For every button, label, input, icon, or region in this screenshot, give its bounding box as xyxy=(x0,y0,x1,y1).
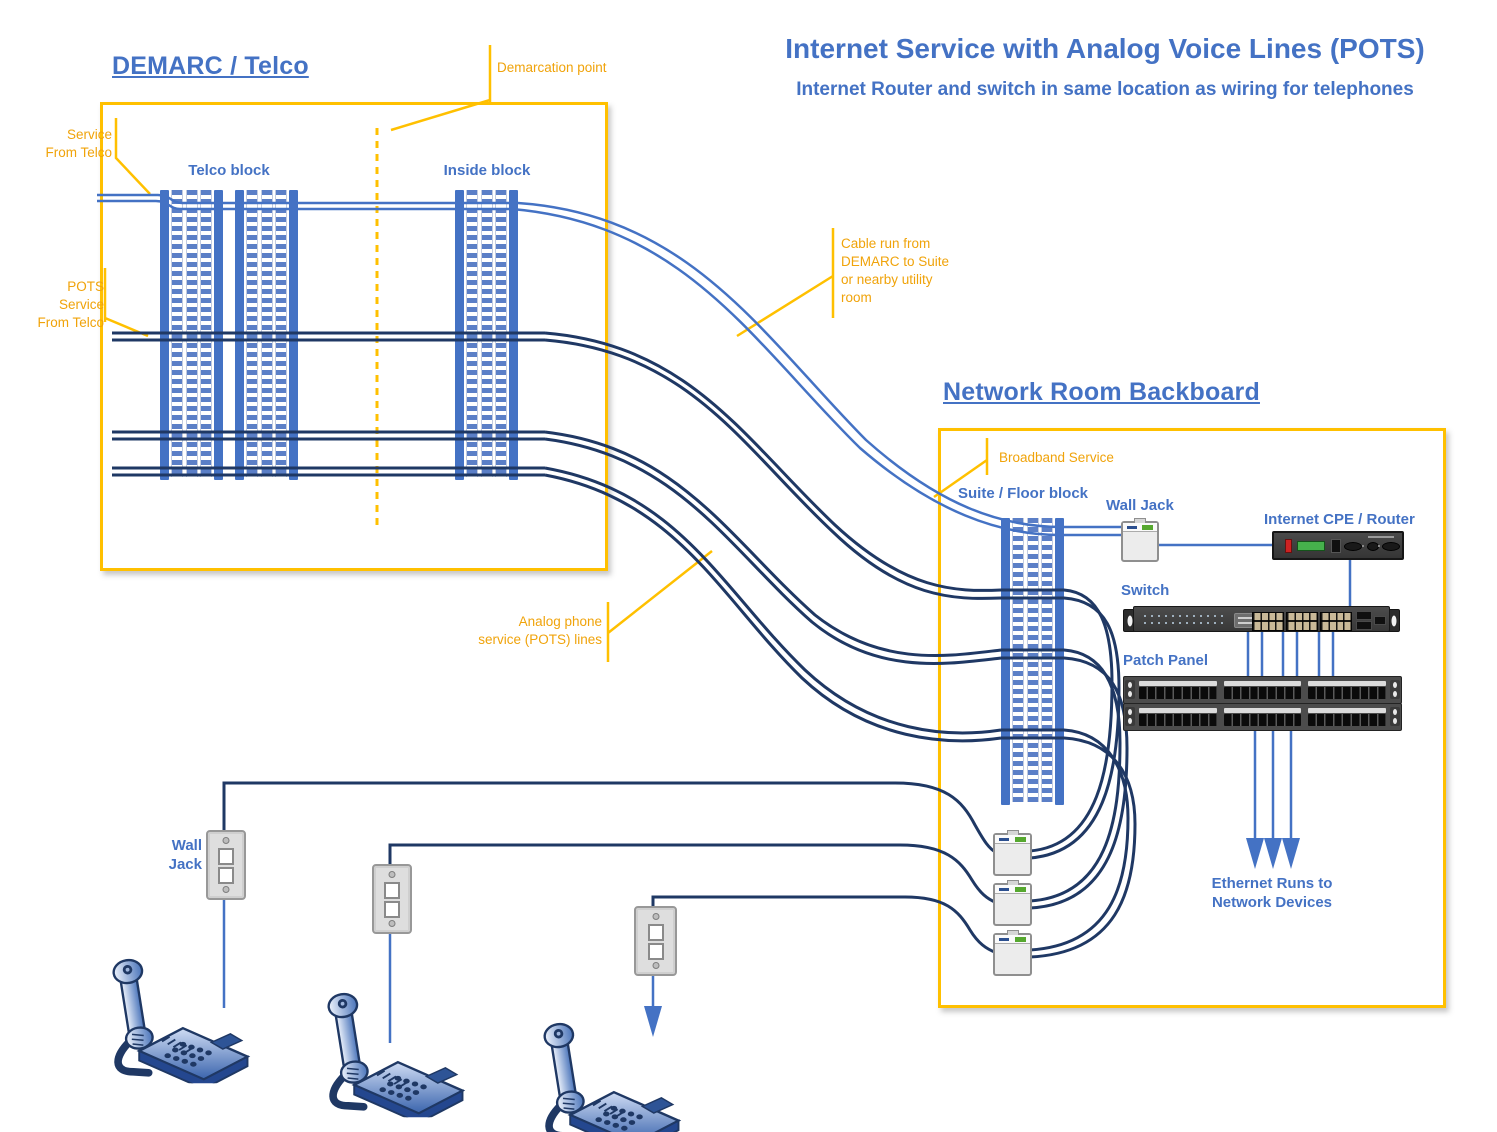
patch-panel-icon-bottom xyxy=(1123,703,1402,731)
pots-run-cable-3b xyxy=(544,473,1002,743)
inside-block-66 xyxy=(455,190,518,480)
patch-panel-icon-top xyxy=(1123,676,1402,704)
surface-jack-icon-3 xyxy=(993,930,1032,976)
pots-run-cable-1a xyxy=(544,331,1002,592)
station-cable-2 xyxy=(388,843,998,905)
pointer-analog-phone xyxy=(606,550,713,662)
suite-wall-jack-label: Wall Jack xyxy=(168,837,202,873)
ethernet-runs-label: Ethernet Runs to Network Devices xyxy=(1211,875,1333,911)
pots-run-cable-2b xyxy=(544,437,1002,665)
router-label: Internet CPE / Router xyxy=(1264,511,1415,528)
analog-phone-label: Analog phone service (POTS) lines xyxy=(478,614,602,648)
cable-run-label: Cable run from DEMARC to Suite or nearby… xyxy=(841,236,950,306)
telco-block-label: Telco block xyxy=(188,162,270,179)
service-from-telco-label: Service From Telco xyxy=(45,127,112,161)
inside-block-label: Inside block xyxy=(443,162,531,179)
suite-floor-block xyxy=(1001,518,1064,805)
switch-label: Switch xyxy=(1121,582,1170,599)
surface-jack-icon-1 xyxy=(993,830,1032,876)
broadband-service-label: Broadband Service xyxy=(999,450,1114,465)
telephone-icon-2 xyxy=(320,972,472,1120)
wall-plate-icon-2 xyxy=(372,864,412,934)
suite-floor-block-label: Suite / Floor block xyxy=(958,485,1089,502)
network-wall-jack-label: Wall Jack xyxy=(1106,497,1174,514)
surface-jack-icon-2 xyxy=(993,880,1032,926)
demarc-heading: DEMARC / Telco xyxy=(112,52,309,80)
network-wall-jack-icon xyxy=(1121,518,1159,562)
station-cable-1 xyxy=(222,781,998,855)
pots-run-cable-1b xyxy=(544,338,1002,600)
wall-plate-icon-3 xyxy=(634,906,677,976)
pots-run-cable-3a xyxy=(544,466,1002,735)
demarcation-point-label: Demarcation point xyxy=(497,60,607,75)
switch-device-icon xyxy=(1123,604,1400,634)
pots-run-cable-2a xyxy=(544,430,1002,658)
diagram-title: Internet Service with Analog Voice Lines… xyxy=(785,33,1425,64)
telephone-icon-1 xyxy=(105,938,257,1086)
telco-block-66-b xyxy=(235,190,298,480)
network-room-heading: Network Room Backboard xyxy=(943,378,1260,406)
patch-panel-label: Patch Panel xyxy=(1123,652,1209,669)
telephone-icon-3 xyxy=(536,1002,688,1132)
telco-block-66-a xyxy=(160,190,223,480)
router-device-icon xyxy=(1272,531,1404,560)
pots-service-label: POTS Service From Telco xyxy=(37,279,104,331)
wall-plate-icon-1 xyxy=(206,830,246,900)
diagram-subtitle: Internet Router and switch in same locat… xyxy=(796,79,1414,100)
pointer-cable-run xyxy=(736,228,835,338)
